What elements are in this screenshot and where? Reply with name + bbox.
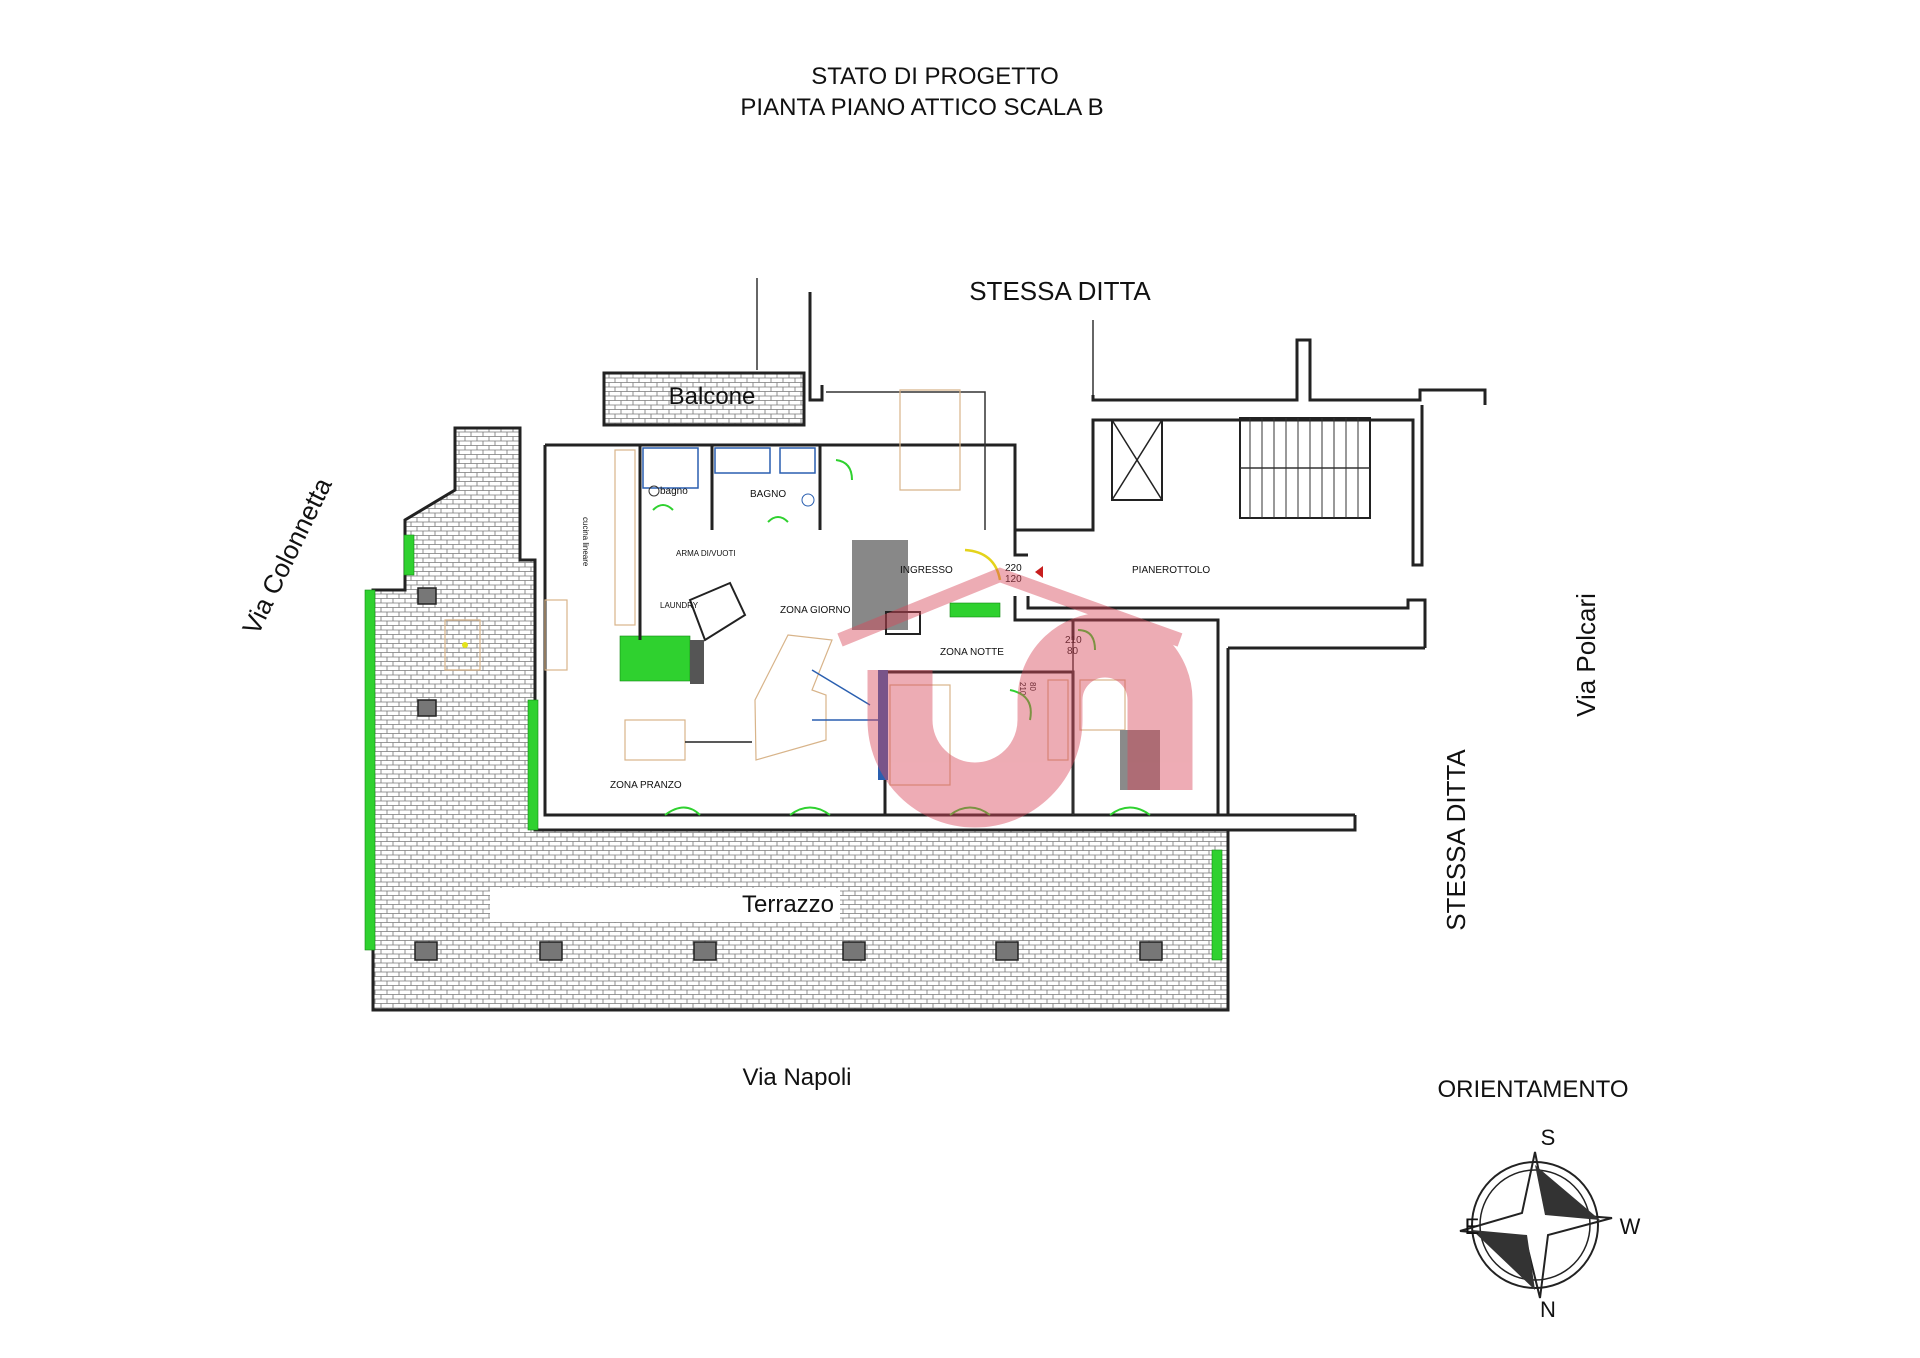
title-line-1: STATO DI PROGETTO [811,63,1059,90]
dim-notte-door: 210 [1018,682,1027,696]
label-zona-pranzo: ZONA PRANZO [610,780,682,791]
compass-s: S [1541,1125,1556,1150]
label-zona-giorno: ZONA GIORNO [780,605,851,616]
terrazzo-pillars [414,587,1163,961]
label-via-polcari: Via Polcari [1571,593,1601,717]
dim-notte-width: 210 [1065,635,1082,646]
label-balcone: Balcone [669,383,756,410]
label-terrazzo: Terrazzo [742,891,834,918]
watermark-logo [837,567,1193,828]
compass-n: N [1540,1297,1556,1322]
dim-notte-door-2: 80 [1028,682,1037,691]
dim-ingresso-height: 120 [1005,574,1022,585]
label-pianerottolo: PIANEROTTOLO [1132,565,1210,576]
compass-heading: ORIENTAMENTO [1437,1076,1628,1103]
label-zona-notte: ZONA NOTTE [940,647,1004,658]
north-boundary [756,278,1094,402]
title-line-2: PIANTA PIANO ATTICO SCALA B [740,94,1103,121]
dim-notte-height: 80 [1067,646,1079,657]
entrance-door [964,548,1043,581]
stair-core [1013,338,1487,817]
label-ingresso: INGRESSO [900,565,953,576]
label-laundry: LAUNDRY [660,601,699,610]
terrazzo [371,371,1230,1012]
compass-e: E [1465,1214,1480,1239]
bedroom-details [878,389,1160,790]
label-bagno-small: bagno [660,486,688,497]
label-east-stessa-ditta: STESSA DITTA [1441,749,1471,931]
label-bagno-big: BAGNO [750,489,786,500]
label-via-colonnetta: Via Colonnetta [236,473,338,640]
planters [364,534,1223,961]
kitchen-living-furniture [444,449,921,761]
label-cucina: cucina lineare [581,517,590,567]
dim-ingresso-width: 220 [1005,563,1022,574]
label-armadi: ARMA DI/VUOTI [676,549,736,558]
label-north-stessa-ditta: STESSA DITTA [969,276,1151,306]
bathroom-fixtures [642,447,853,523]
label-via-napoli: Via Napoli [743,1064,852,1091]
compass-rose [1459,1151,1613,1299]
terrace-windows [664,806,1151,816]
compass-w: W [1620,1214,1641,1239]
